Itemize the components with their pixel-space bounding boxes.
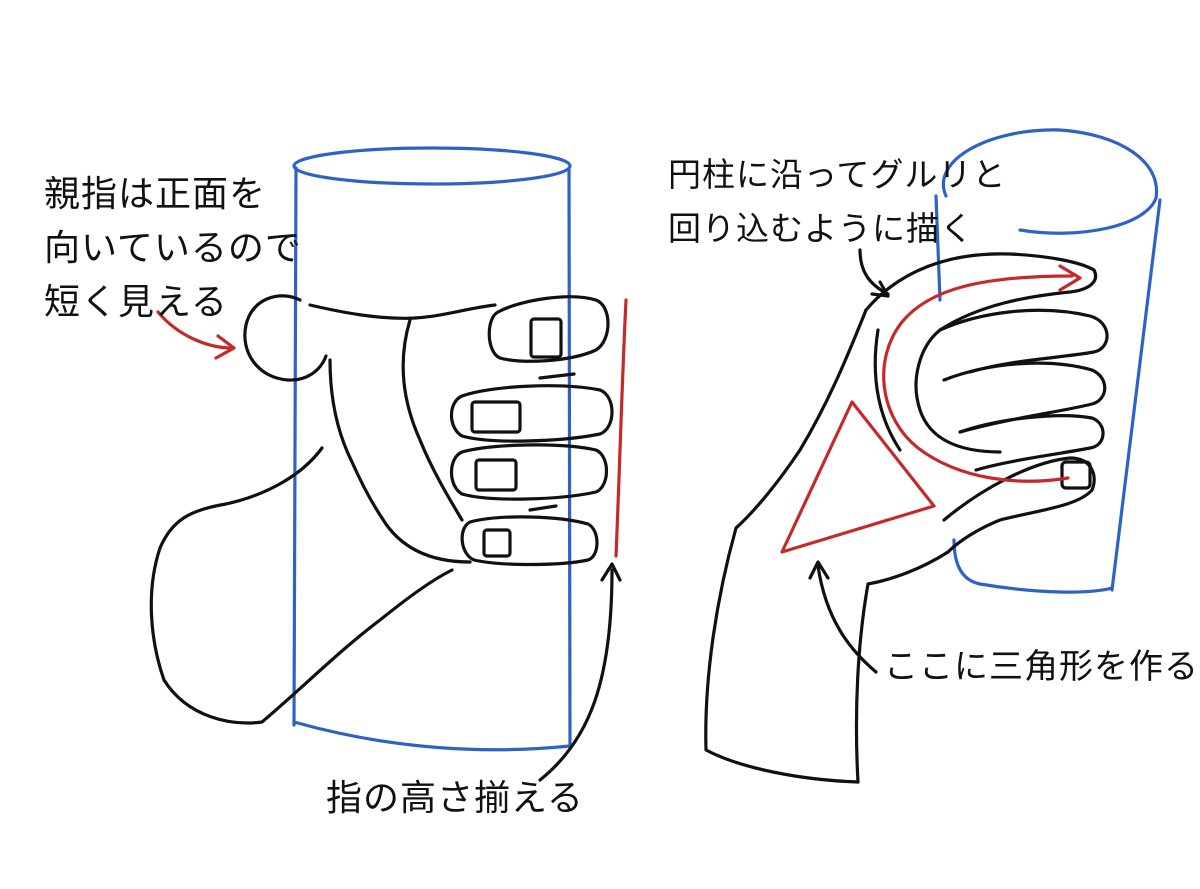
thumb-note: 親指は正面を 向いているので 短く見える [44,168,302,330]
right-hand-back-outline [704,308,868,784]
thumb-note-line-1: 親指は正面を [44,174,267,215]
left-thumb-tip [243,294,328,382]
left-cylinder-bottom-curve [292,720,572,752]
right-cylinder-bottom-curve [952,538,1114,594]
left-cylinder-left-edge [292,166,298,727]
right-cylinder-left-edge [934,194,942,302]
right-index-finger [864,252,1098,454]
thumb-note-line-2: 向いているので [44,228,302,269]
left-ring-nail [474,458,518,492]
triangle-note-pointer [816,564,878,674]
left-palm-bottom [380,516,472,564]
wrap-note-pointer [858,248,890,296]
right-cylinder [934,128,1162,594]
thumb-note-arrow [156,310,234,350]
wrap-note-line-1: 円柱に沿ってグルリと [668,155,1007,194]
right-ring-finger [942,361,1107,434]
triangle-note-pointer-head [808,560,830,580]
right-cylinder-right-edge [1110,198,1162,592]
finger-height-note: 指の高さ揃える [326,778,584,819]
left-pinky-finger [460,515,599,567]
wrap-note-pointer-head [870,280,890,298]
left-cylinder [292,146,572,752]
finger-height-pointer-head [600,562,622,582]
left-knuckle-line-2 [528,504,558,512]
left-hand [149,294,614,725]
left-cylinder-top-ellipse [292,146,572,186]
left-hand-knuckle-crease [401,318,464,522]
right-pinky-finger [958,414,1105,472]
right-palm-triangle [780,400,936,554]
right-figure [704,128,1162,784]
right-thumb-nail [1060,460,1092,490]
left-cylinder-right-edge [567,166,572,750]
wrap-note: 円柱に沿ってグルリと 回り込むように描く [668,148,1006,256]
left-middle-finger [449,384,614,443]
left-index-nail [529,317,563,359]
wrap-note-line-2: 回り込むように描く [668,209,974,248]
wrap-around-arrow-head [1058,264,1082,292]
left-knuckle-line-1 [538,372,576,380]
triangle-note: ここに三角形を作る [884,647,1199,687]
thumb-note-arrow-head [214,334,236,360]
left-forearm-outline [149,446,454,725]
right-middle-finger [938,308,1109,374]
left-middle-nail [470,400,522,434]
thumb-note-line-3: 短く見える [44,282,228,323]
left-hand-top-outline [308,303,497,320]
right-thumb [942,456,1096,554]
left-index-finger [487,295,610,363]
finger-height-pointer [538,568,614,782]
left-figure [149,146,628,782]
left-pinky-nail [482,528,512,558]
right-hand [704,252,1109,784]
finger-height-guide-line [614,298,628,558]
right-cylinder-top-ellipse [942,128,1159,235]
right-wrist-outline [854,550,950,784]
right-palm-crease [873,328,902,452]
left-palm-inner-line [328,358,384,520]
wrap-around-arrow [882,274,1074,483]
left-ring-finger [449,443,609,501]
